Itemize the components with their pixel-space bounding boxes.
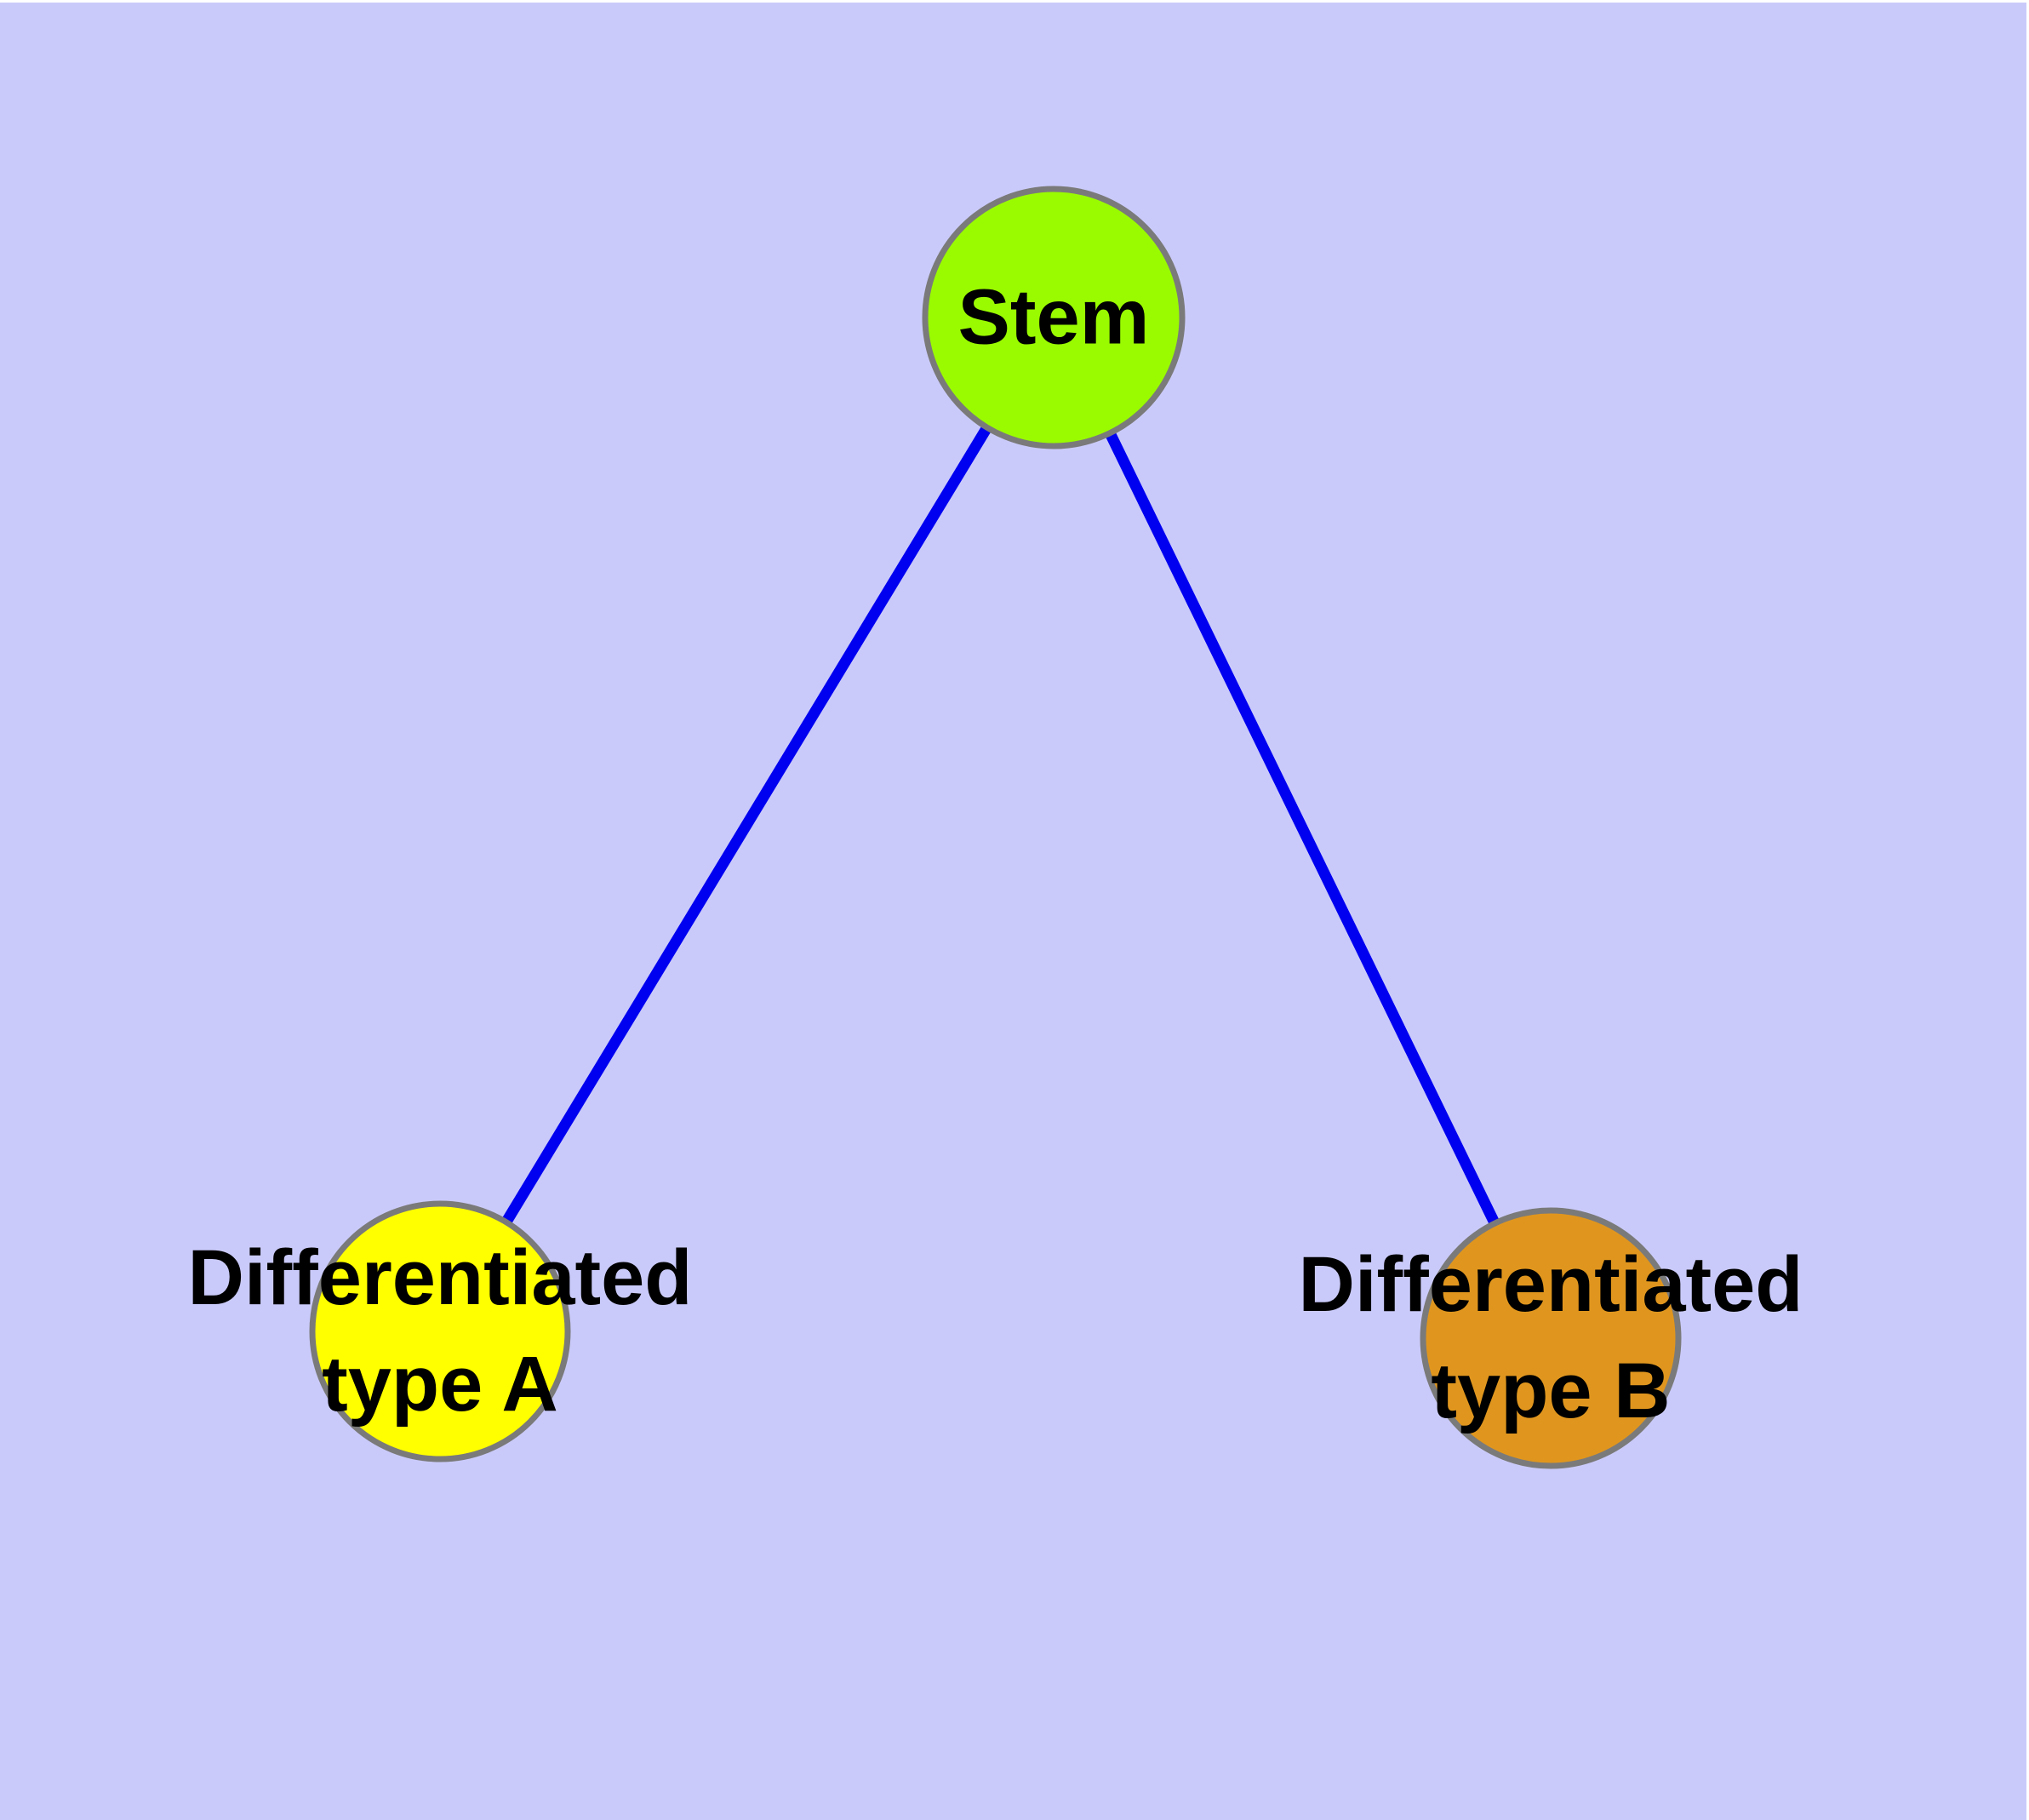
node-stem — [922, 186, 1186, 449]
node-type-b — [1420, 1207, 1682, 1469]
edges-layer — [435, 314, 1556, 1341]
edge-stem-type-a — [435, 314, 1059, 1335]
nodes-layer — [309, 186, 1682, 1469]
node-type-a — [309, 1200, 571, 1462]
edge-stem-type-b — [1049, 315, 1556, 1341]
